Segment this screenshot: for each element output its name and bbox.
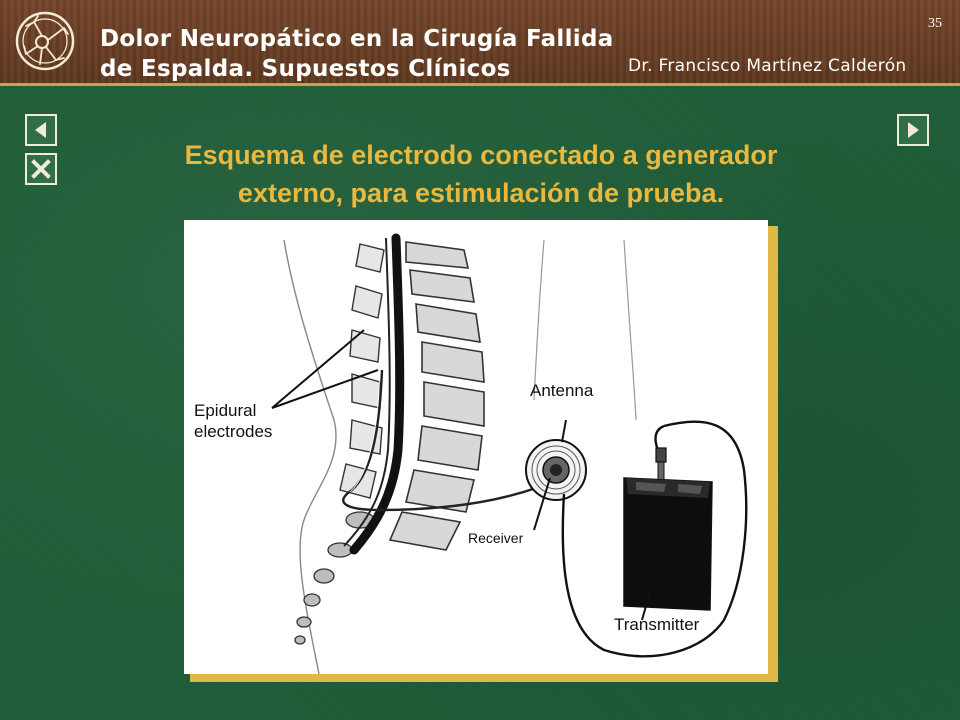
slide-title-line2: externo, para estimulación de prueba. (237, 178, 725, 208)
header-title-line1: Dolor Neuropático en la Cirugía Fallida (100, 26, 614, 52)
spinal-electrode-illustration: Epidural electrodes Antenna Receiver Tra… (184, 220, 768, 674)
label-transmitter: Transmitter (614, 615, 700, 634)
header-title-line2: de Espalda. Supuestos Clínicos (100, 56, 511, 82)
header-title: Dolor Neuropático en la Cirugía Fallida … (100, 24, 614, 84)
spine-diagram (271, 233, 748, 674)
next-slide-button[interactable] (897, 114, 929, 146)
triangle-left-icon (35, 122, 46, 138)
slide-title-line1: Esquema de electrodo conectado a generad… (184, 140, 778, 170)
close-x-icon (31, 159, 51, 179)
slide-title: Esquema de electrodo conectado a generad… (100, 136, 862, 212)
label-receiver: Receiver (468, 530, 524, 546)
author-name: Dr. Francisco Martínez Calderón (628, 56, 907, 76)
label-epidural-electrodes: Epidural electrodes (194, 401, 273, 441)
close-button[interactable] (25, 153, 57, 185)
prev-slide-button[interactable] (25, 114, 57, 146)
page-number: 35 (928, 16, 942, 31)
label-antenna: Antenna (530, 381, 594, 400)
neuron-logo-icon (15, 11, 75, 71)
triangle-right-icon (908, 122, 919, 138)
header-bar: Dolor Neuropático en la Cirugía Fallida … (0, 0, 960, 86)
